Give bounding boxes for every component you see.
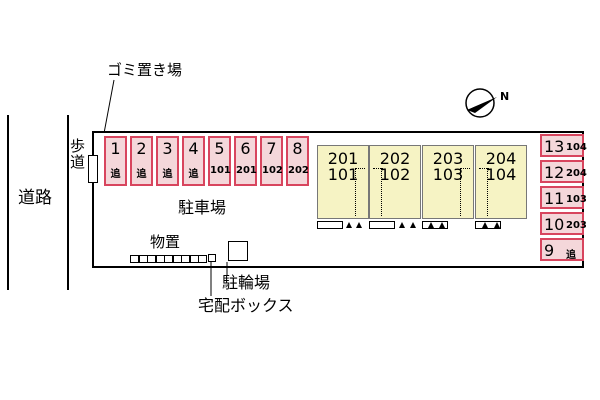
parking-space-number: 11 [544,189,565,208]
north-arrow-icon [465,88,497,118]
delivery-box-label: 宅配ボックス [198,296,294,315]
garbage-label: ゴミ置き場 [107,61,183,79]
parking-space-assignment: 201 [236,165,257,176]
unit-number-upper: 204 [485,149,517,168]
parking-space-number: 8 [292,139,303,158]
stair-line [479,168,489,169]
parking-space-assignment: 追 [566,250,576,261]
unit-number-upper: 201 [327,149,359,168]
delivery-box [208,254,216,262]
parking-space: 8 202 [286,136,309,186]
entrance-step [422,221,448,229]
unit-number-upper: 203 [432,149,464,168]
sidewalk-label-2: 道 [70,153,86,171]
parking-space-number: 6 [240,139,251,158]
parking-space-assignment: 103 [566,194,587,205]
entrance-marker-icon [346,222,352,228]
parking-space-number: 9 [544,241,555,260]
entrance-step [369,221,395,229]
bicycle-parking [228,241,248,261]
entrance-marker-icon [439,222,445,228]
bicycle-leader [226,262,228,276]
parking-space: 7 102 [260,136,283,186]
parking-space-number: 12 [544,163,565,182]
parking-space-number: 2 [136,139,147,158]
parking-space-number: 13 [544,137,565,156]
entrance-marker-icon [399,222,405,228]
bicycle-label: 駐輪場 [222,273,271,292]
road-label: 道路 [18,188,52,208]
unit-number-lower: 103 [432,165,464,184]
parking-space-number: 5 [214,139,225,158]
garbage-enclosure [88,155,98,183]
entrance-step [475,221,501,229]
delivery-box-leader [210,262,212,296]
parking-space-assignment: 追 [188,169,199,180]
parking-space-number: 1 [110,139,121,158]
north-label: N [500,90,510,103]
parking-label: 駐車場 [178,198,227,217]
stair-line [487,168,488,216]
stair-line [355,168,356,216]
parking-space-assignment: 追 [110,169,121,180]
parking-space-assignment: 101 [210,165,231,176]
road-edge-right [67,115,69,290]
parking-space-assignment: 102 [262,165,283,176]
stair-line [373,168,383,169]
stair-line [460,168,470,169]
parking-space-assignment: 追 [136,169,147,180]
unit-number-lower: 104 [485,165,517,184]
parking-space: 5 101 [208,136,231,186]
entrance-marker-icon [356,222,362,228]
parking-space-number: 10 [544,215,565,234]
parking-space-assignment: 104 [566,142,587,153]
entrance-step [317,221,343,229]
parking-space-assignment: 202 [288,165,309,176]
entrance-marker-icon [482,222,488,228]
parking-space-assignment: 203 [566,220,587,231]
unit-number-lower: 102 [379,165,411,184]
entrance-marker-icon [410,222,416,228]
parking-space-number: 4 [188,139,199,158]
storage-compartment [198,255,207,263]
parking-space-assignment: 追 [162,169,173,180]
parking-space: 6 201 [234,136,257,186]
stair-line [381,168,382,216]
stair-line [460,168,461,216]
road-edge-left [7,115,9,290]
unit-number-upper: 202 [379,149,411,168]
stair-line [355,168,365,169]
unit-number-lower: 101 [327,165,359,184]
parking-space-assignment: 204 [566,168,587,179]
parking-space-number: 3 [162,139,173,158]
parking-space-number: 7 [266,139,277,158]
storage-label: 物置 [150,233,181,251]
entrance-marker-icon [494,222,500,228]
entrance-marker-icon [428,222,434,228]
sidewalk-label-1: 歩 [70,137,86,155]
